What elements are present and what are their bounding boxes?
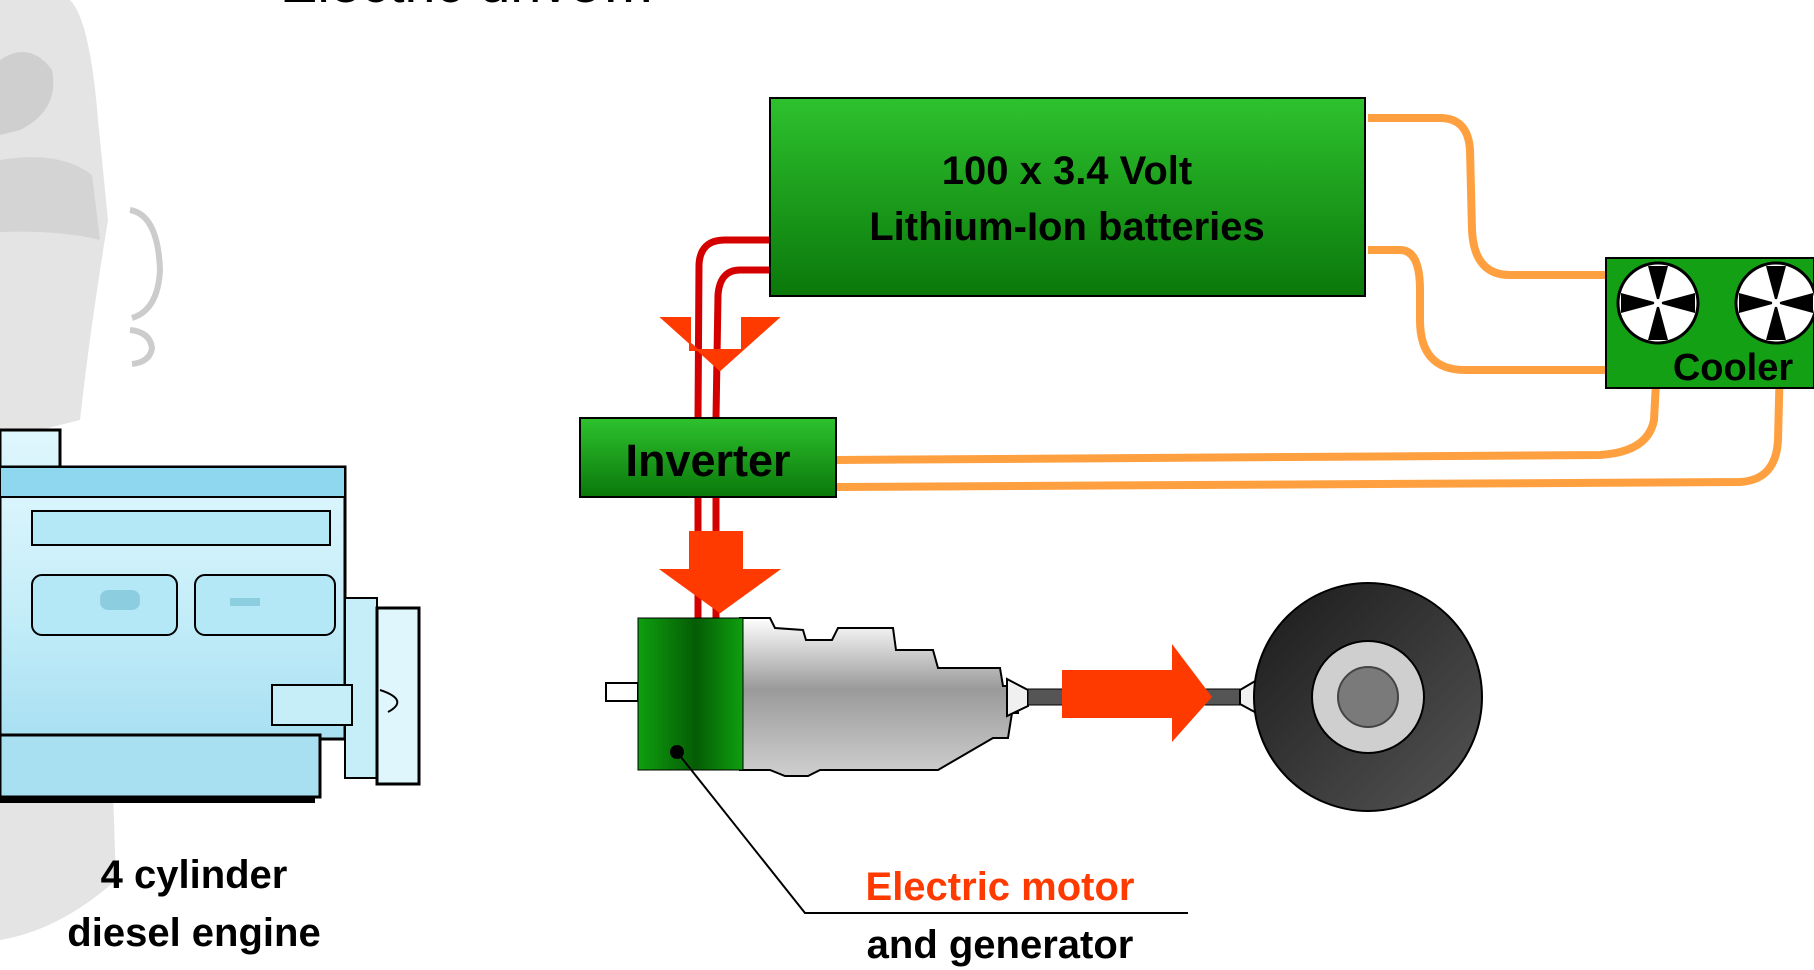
- battery-pack: 100 x 3.4 Volt Lithium-Ion batteries: [769, 97, 1366, 297]
- coolant-hoses: [836, 114, 1784, 491]
- inverter-label: Inverter: [625, 435, 790, 486]
- motor-label-line2: and generator: [867, 923, 1134, 967]
- motor-label-line1: Electric motor: [866, 865, 1135, 909]
- drive-arrow: [1062, 644, 1212, 742]
- diesel-engine-graphic: [0, 428, 421, 803]
- electric-motor-graphic: [605, 617, 744, 771]
- fan-icon: [1616, 261, 1700, 345]
- battery-label-line2: Lithium-Ion batteries: [869, 205, 1265, 249]
- engine-label-line1: 4 cylinder: [101, 853, 288, 897]
- battery-label-line1: 100 x 3.4 Volt: [942, 149, 1193, 193]
- mirror-outline: [129, 207, 164, 367]
- power-flow-arrow-lower: [658, 531, 782, 614]
- gearbox-graphic: [739, 617, 1020, 777]
- fan-icon: [1734, 261, 1814, 345]
- power-flow-arrow-upper: [659, 317, 781, 372]
- wheel-graphic: [1253, 582, 1483, 812]
- cooler-unit: Cooler: [1605, 257, 1814, 389]
- inverter-box: Inverter: [579, 417, 837, 498]
- cooler-label: Cooler: [1673, 347, 1794, 389]
- engine-label-line2: diesel engine: [67, 911, 320, 955]
- slide-title: Electric drive…: [280, 0, 657, 14]
- motor-callout: [670, 745, 1188, 914]
